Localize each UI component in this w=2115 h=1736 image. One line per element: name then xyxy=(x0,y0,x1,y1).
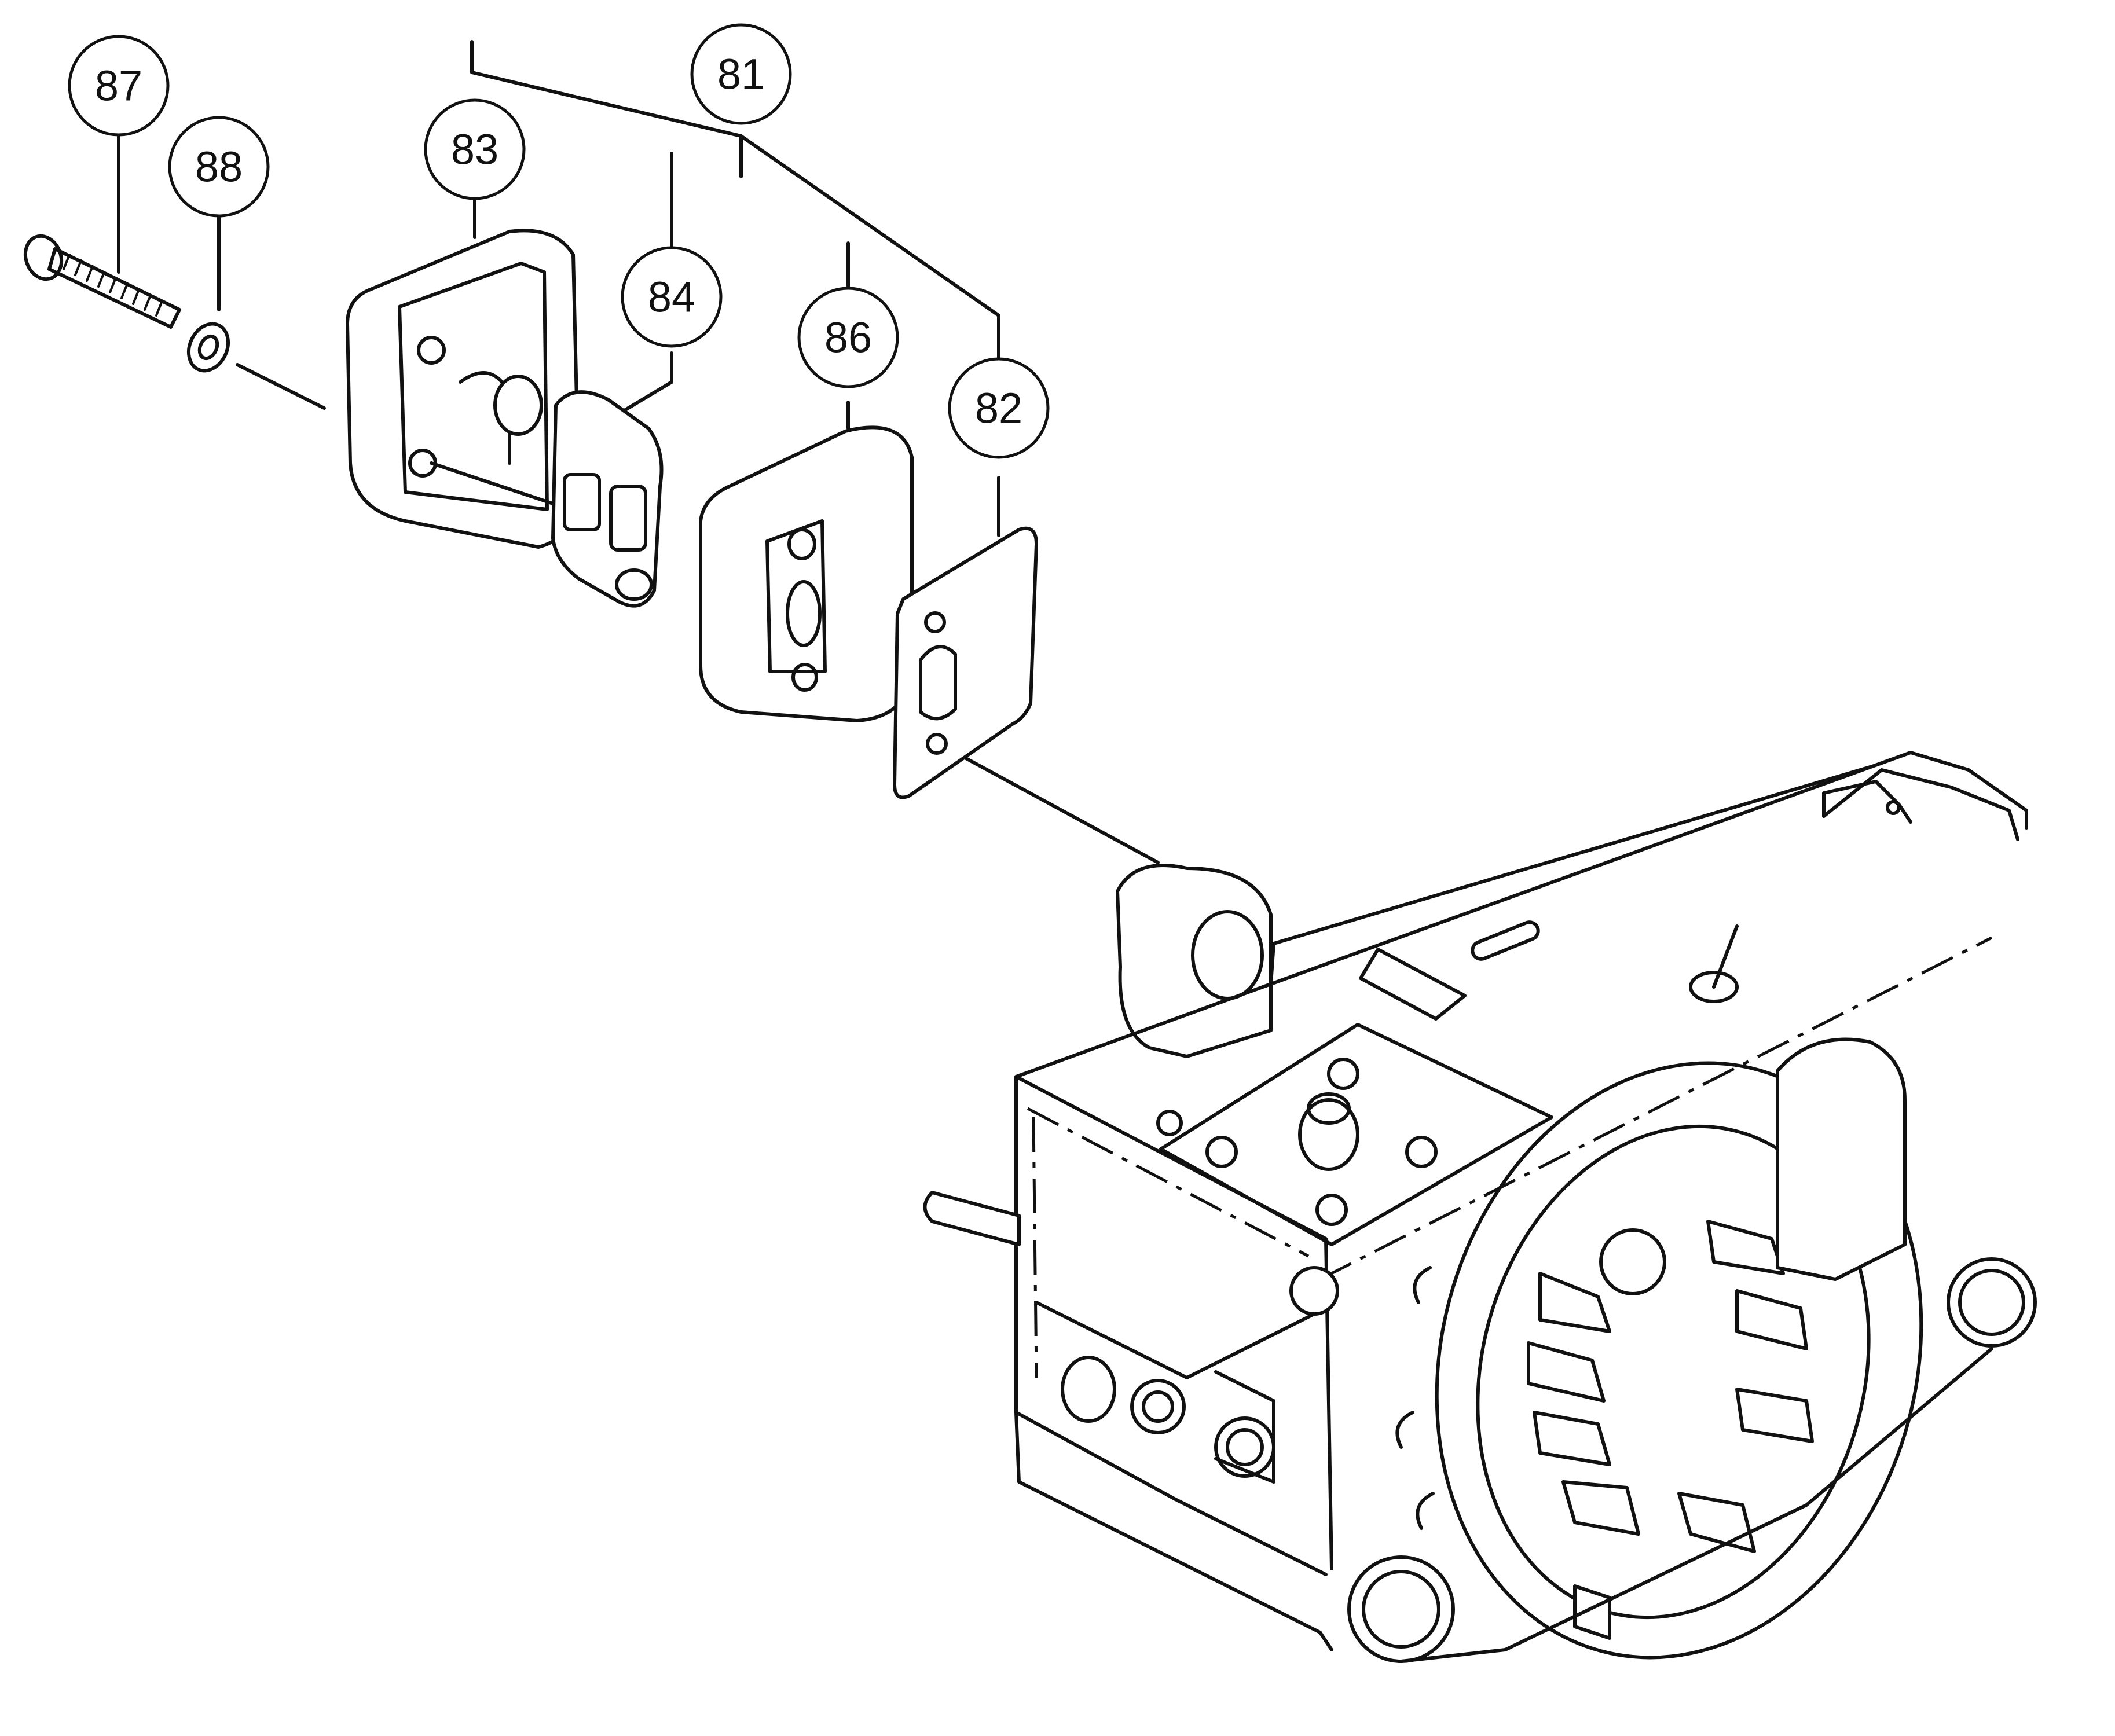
callout-86: 86 xyxy=(797,287,899,388)
callout-81-label: 81 xyxy=(717,50,765,98)
callout-82: 82 xyxy=(948,357,1050,459)
callout-84-label: 84 xyxy=(648,273,695,321)
baffle-part xyxy=(551,390,664,608)
callout-86-label: 86 xyxy=(824,314,872,362)
washer-part xyxy=(186,322,230,373)
callout-87: 87 xyxy=(68,35,170,137)
callout-82-label: 82 xyxy=(975,384,1022,432)
callout-87-label: 87 xyxy=(95,62,142,110)
callout-83-label: 83 xyxy=(451,126,498,174)
engine-crankcase xyxy=(923,751,2037,1663)
gasket-part xyxy=(893,526,1038,799)
callout-83: 83 xyxy=(424,98,526,200)
callout-88: 88 xyxy=(168,116,270,218)
muffler-body-part xyxy=(699,425,914,722)
screw-part xyxy=(23,234,181,329)
callout-81: 81 xyxy=(690,23,792,125)
callout-84: 84 xyxy=(621,246,723,348)
callout-88-label: 88 xyxy=(195,143,243,191)
